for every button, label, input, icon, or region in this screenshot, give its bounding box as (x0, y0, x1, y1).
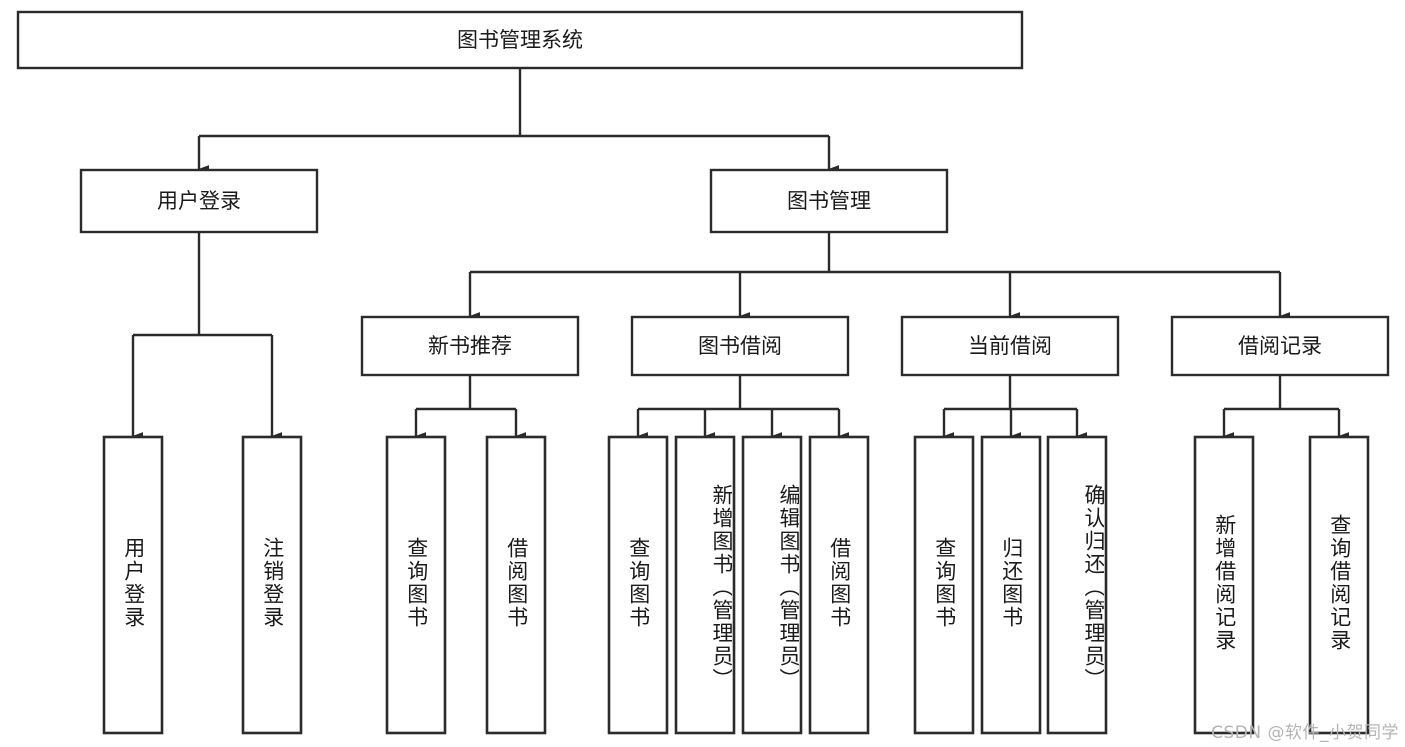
node-book-borrow-box (630, 315, 850, 377)
node-new-book-recommend-label: 新书推荐 (428, 334, 512, 358)
node-book-borrow[interactable]: 图书借阅 (630, 315, 850, 377)
node-leaf-user-login-box (102, 435, 164, 735)
node-leaf-query-book-current-box (913, 435, 975, 735)
node-root-label: 图书管理系统 (457, 28, 583, 52)
node-leaf-return-book[interactable] (980, 435, 1042, 735)
edge-layer (131, 68, 1350, 440)
node-leaf-confirm-return-admin-box (1046, 435, 1108, 735)
node-book-manage-label: 图书管理 (787, 189, 871, 213)
node-book-manage[interactable]: 图书管理 (709, 168, 949, 234)
node-leaf-return-book-box (980, 435, 1042, 735)
node-book-manage-box (709, 168, 949, 234)
node-user-login-label: 用户登录 (157, 189, 241, 213)
node-leaf-query-book-rec-box (385, 435, 447, 735)
node-leaf-borrow-book-rec[interactable] (485, 435, 547, 735)
node-leaf-edit-book-admin[interactable] (741, 435, 803, 735)
node-leaf-add-book-admin-box (674, 435, 736, 735)
node-leaf-confirm-return-admin[interactable] (1046, 435, 1108, 735)
node-current-borrow[interactable]: 当前借阅 (900, 315, 1120, 377)
node-root[interactable]: 图书管理系统 (16, 10, 1024, 70)
node-borrow-record[interactable]: 借阅记录 (1170, 315, 1390, 377)
node-leaf-borrow-book[interactable] (808, 435, 870, 735)
node-leaf-query-borrow-record-box (1308, 435, 1370, 735)
node-user-login-box (79, 168, 319, 234)
node-new-book-recommend[interactable]: 新书推荐 (360, 315, 580, 377)
node-leaf-edit-book-admin-box (741, 435, 803, 735)
node-leaf-borrow-book-rec-box (485, 435, 547, 735)
node-new-book-recommend-box (360, 315, 580, 377)
node-leaf-logout[interactable] (241, 435, 303, 735)
node-leaf-add-borrow-record-box (1193, 435, 1255, 735)
node-leaf-add-borrow-record[interactable] (1193, 435, 1255, 735)
node-borrow-record-box (1170, 315, 1390, 377)
watermark-text: CSDN @软件_小贺同学 (1211, 723, 1399, 743)
node-current-borrow-box (900, 315, 1120, 377)
node-leaf-query-book-borrow-box (607, 435, 669, 735)
node-leaf-logout-box (241, 435, 303, 735)
node-leaf-query-book-current[interactable] (913, 435, 975, 735)
node-root-box (16, 10, 1024, 70)
node-current-borrow-label: 当前借阅 (968, 334, 1052, 358)
node-leaf-query-book-rec[interactable] (385, 435, 447, 735)
node-leaf-add-book-admin[interactable] (674, 435, 736, 735)
node-leaf-borrow-book-box (808, 435, 870, 735)
node-book-borrow-label: 图书借阅 (698, 334, 782, 358)
node-leaf-query-borrow-record[interactable] (1308, 435, 1370, 735)
node-borrow-record-label: 借阅记录 (1238, 334, 1322, 358)
node-leaf-user-login[interactable] (102, 435, 164, 735)
node-leaf-query-book-borrow[interactable] (607, 435, 669, 735)
node-user-login[interactable]: 用户登录 (79, 168, 319, 234)
